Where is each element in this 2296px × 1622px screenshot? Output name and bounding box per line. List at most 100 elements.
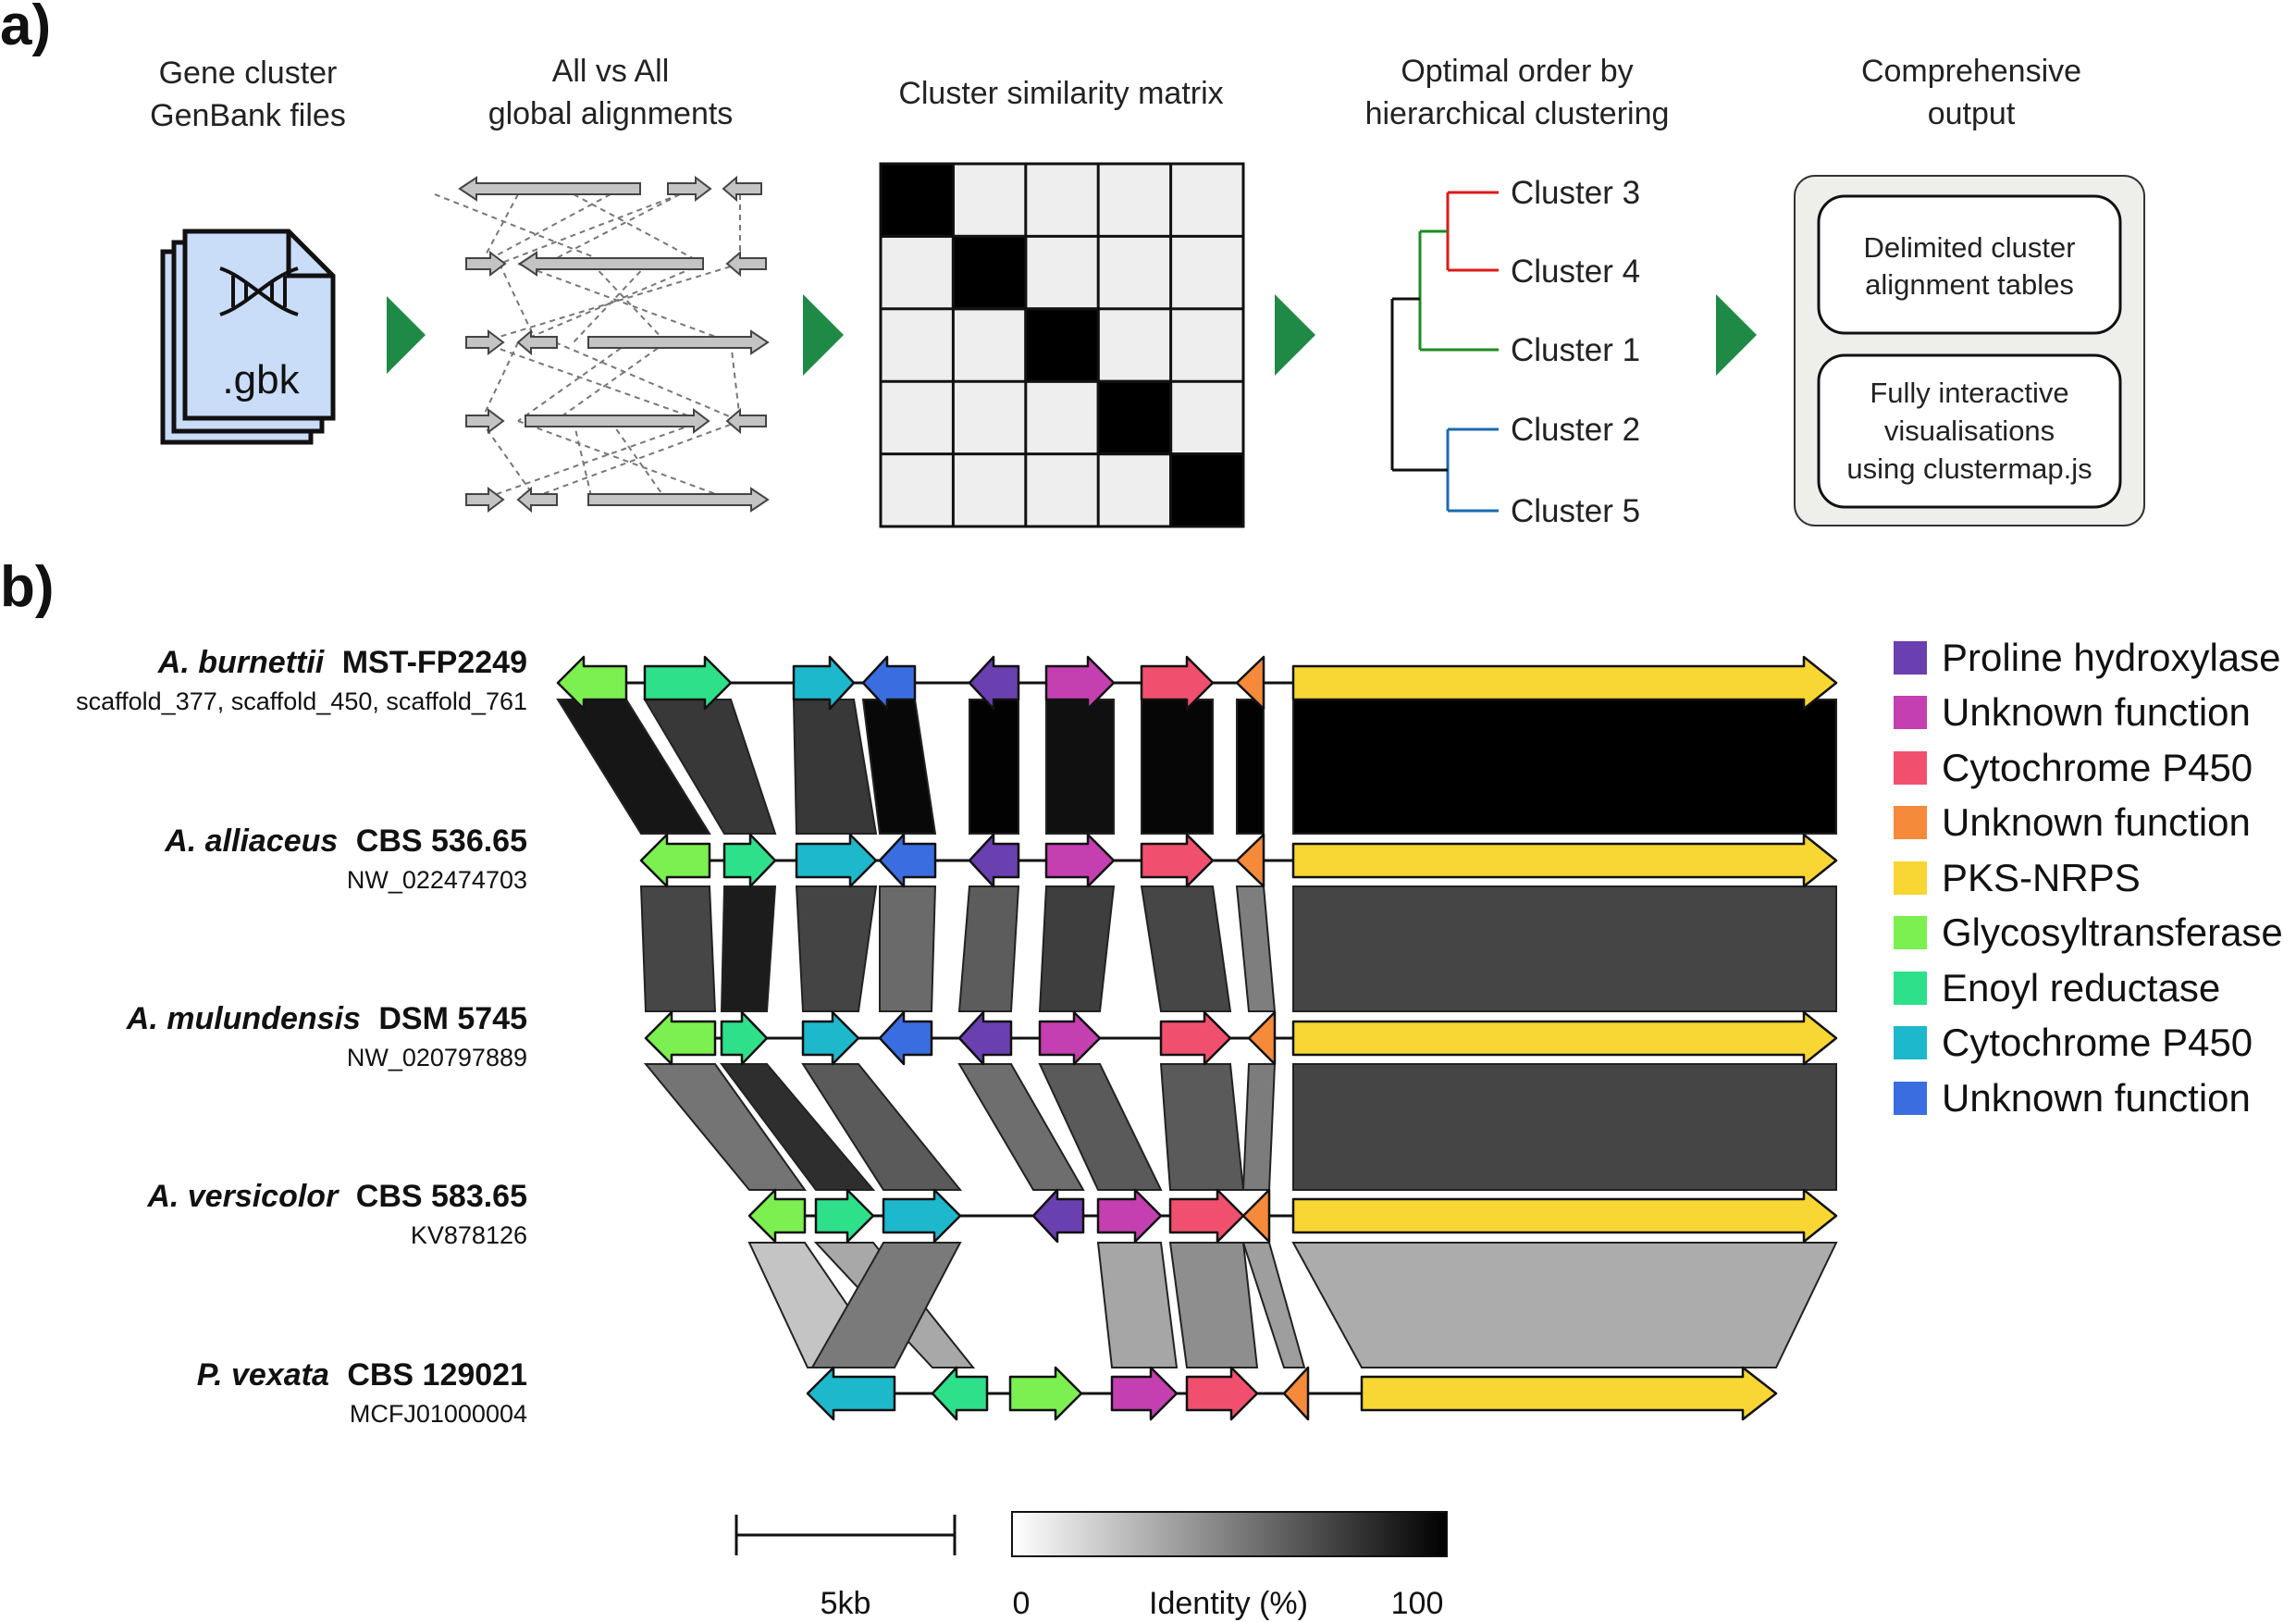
strain-name: CBS 129021 xyxy=(347,1357,527,1393)
output-tables-line2: alignment tables xyxy=(1865,268,2074,301)
gene-pks-nrps xyxy=(1291,655,1838,711)
step-hierarchical-clustering: Optimal order by hierarchical clustering… xyxy=(1365,54,1670,529)
gene-unknown-magenta xyxy=(1038,1010,1102,1066)
step-output: Comprehensive output Delimited cluster a… xyxy=(1794,54,2145,526)
strain-name: DSM 5745 xyxy=(378,1001,527,1036)
legend-label: Proline hydroxylase xyxy=(1942,636,2281,679)
gene-unknown-magenta xyxy=(1044,833,1116,888)
output-visualisations-box xyxy=(1817,353,2122,509)
panel-b-label: b) xyxy=(0,555,55,619)
cluster-name: A. burnettii MST-FP2249 xyxy=(157,645,527,680)
gbk-extension: .gbk xyxy=(222,357,300,402)
legend-label: Unknown function xyxy=(1942,690,2251,734)
gene-enoyl-reductase xyxy=(814,1188,875,1244)
gene-cytochrome-p450-cyan xyxy=(795,833,878,888)
gene-cytochrome-p450-cyan xyxy=(882,1188,962,1244)
legend-swatch xyxy=(1894,696,1927,729)
gene-unknown-blue xyxy=(878,833,937,888)
step1-title-line2: GenBank files xyxy=(150,98,346,133)
panel-a-label: a) xyxy=(0,0,51,57)
dna-icon xyxy=(219,266,299,316)
legend-swatch xyxy=(1894,1082,1927,1115)
gene-proline-hydroxylase xyxy=(968,655,1020,711)
dendrogram-leaf: Cluster 3 xyxy=(1511,175,1640,211)
legend-swatch xyxy=(1894,1026,1927,1059)
species-name: A. versicolor xyxy=(146,1179,339,1214)
gene-glycosyltransferase xyxy=(1008,1366,1083,1421)
gene-unknown-magenta xyxy=(1110,1366,1179,1421)
legend-label: PKS-NRPS xyxy=(1942,856,2141,899)
cluster-name: A. alliaceus CBS 536.65 xyxy=(164,823,527,859)
legend-swatch xyxy=(1894,641,1927,675)
flow-arrows xyxy=(387,294,1757,376)
legend-swatch xyxy=(1894,861,1927,895)
scale-bar-label: 5kb xyxy=(821,1586,871,1621)
step4-title-line1: Optimal order by xyxy=(1401,54,1633,89)
cluster-name: P. vexata CBS 129021 xyxy=(197,1357,527,1393)
scale-bar xyxy=(734,1515,957,1555)
gene-cytochrome-p450-pink xyxy=(1185,1366,1259,1421)
step5-title-line1: Comprehensive xyxy=(1861,54,2081,89)
gene-cytochrome-p450-pink xyxy=(1168,1188,1245,1244)
dendrogram xyxy=(1390,191,1499,513)
gene-enoyl-reductase xyxy=(720,1010,769,1066)
gene-cytochrome-p450-cyan xyxy=(806,1366,896,1421)
colorbar-max-label: 100 xyxy=(1391,1586,1444,1621)
legend-label: Glycosyltransferase xyxy=(1942,910,2283,954)
gene-proline-hydroxylase xyxy=(957,1010,1013,1066)
gene-glycosyltransferase xyxy=(644,1010,717,1066)
step-similarity-matrix: Cluster similarity matrix xyxy=(879,76,1245,528)
strain-name: CBS 583.65 xyxy=(356,1179,527,1214)
gene-unknown-orange xyxy=(1235,655,1265,711)
gene-unknown-magenta xyxy=(1096,1188,1163,1244)
gene-unknown-magenta xyxy=(1044,655,1116,711)
cluster-locus: KV878126 xyxy=(411,1221,527,1249)
step-genbank-files: Gene cluster GenBank files .gbk xyxy=(150,56,346,445)
output-vis-line1: Fully interactive xyxy=(1870,377,2068,409)
gene-cytochrome-p450-cyan xyxy=(801,1010,860,1066)
cluster-name: A. mulundensis DSM 5745 xyxy=(126,1001,527,1036)
step4-title-line2: hierarchical clustering xyxy=(1365,96,1670,131)
panel-a: a) Gene cluster GenBank files .gbk xyxy=(0,0,2145,529)
legend-label: Unknown function xyxy=(1942,1076,2251,1120)
gene-cytochrome-p450-cyan xyxy=(792,655,856,711)
legend-swatch xyxy=(1894,806,1927,839)
colorbar-title: Identity (%) xyxy=(1149,1586,1308,1621)
dendrogram-leaf: Cluster 5 xyxy=(1511,493,1640,529)
alignment-lines xyxy=(434,193,741,501)
output-vis-line3: using clustermap.js xyxy=(1846,452,2092,485)
flow-arrow-icon xyxy=(387,296,426,374)
step1-title-line1: Gene cluster xyxy=(159,56,338,91)
flow-arrow-icon xyxy=(803,294,844,376)
species-name: A. burnettii xyxy=(157,645,326,680)
gene-unknown-orange xyxy=(1235,833,1265,888)
output-tables-line1: Delimited cluster xyxy=(1863,231,2075,264)
legend-label: Enoyl reductase xyxy=(1942,966,2220,1009)
gene-enoyl-reductase xyxy=(643,655,733,711)
gene-unknown-orange xyxy=(1241,1188,1271,1244)
similarity-matrix xyxy=(879,162,1245,528)
cluster-name: A. versicolor CBS 583.65 xyxy=(146,1179,527,1214)
gene-unknown-blue xyxy=(878,1010,933,1066)
dendrogram-leaf: Cluster 1 xyxy=(1511,332,1640,368)
step2-title-line1: All vs All xyxy=(552,54,670,89)
strain-name: MST-FP2249 xyxy=(342,645,527,680)
gene-glycosyltransferase xyxy=(639,833,711,888)
gene-enoyl-reductase xyxy=(722,833,777,888)
output-vis-line2: visualisations xyxy=(1884,415,2055,447)
gene-glycosyltransferase xyxy=(747,1188,807,1244)
gene-unknown-orange xyxy=(1247,1010,1277,1066)
legend-swatch xyxy=(1894,751,1927,785)
homology-links xyxy=(556,699,1838,1368)
dendrogram-leaf: Cluster 4 xyxy=(1511,254,1640,290)
mini-gene-arrows xyxy=(458,175,770,514)
gene-cytochrome-p450-pink xyxy=(1140,833,1215,888)
legend-label: Unknown function xyxy=(1942,800,2251,844)
gene-arrows xyxy=(556,655,1838,1421)
species-name: A. alliaceus xyxy=(164,823,338,859)
flow-arrow-icon xyxy=(1716,294,1757,376)
gene-pks-nrps xyxy=(1291,833,1838,888)
strain-name: CBS 536.65 xyxy=(356,823,527,859)
gene-enoyl-reductase xyxy=(931,1366,989,1421)
